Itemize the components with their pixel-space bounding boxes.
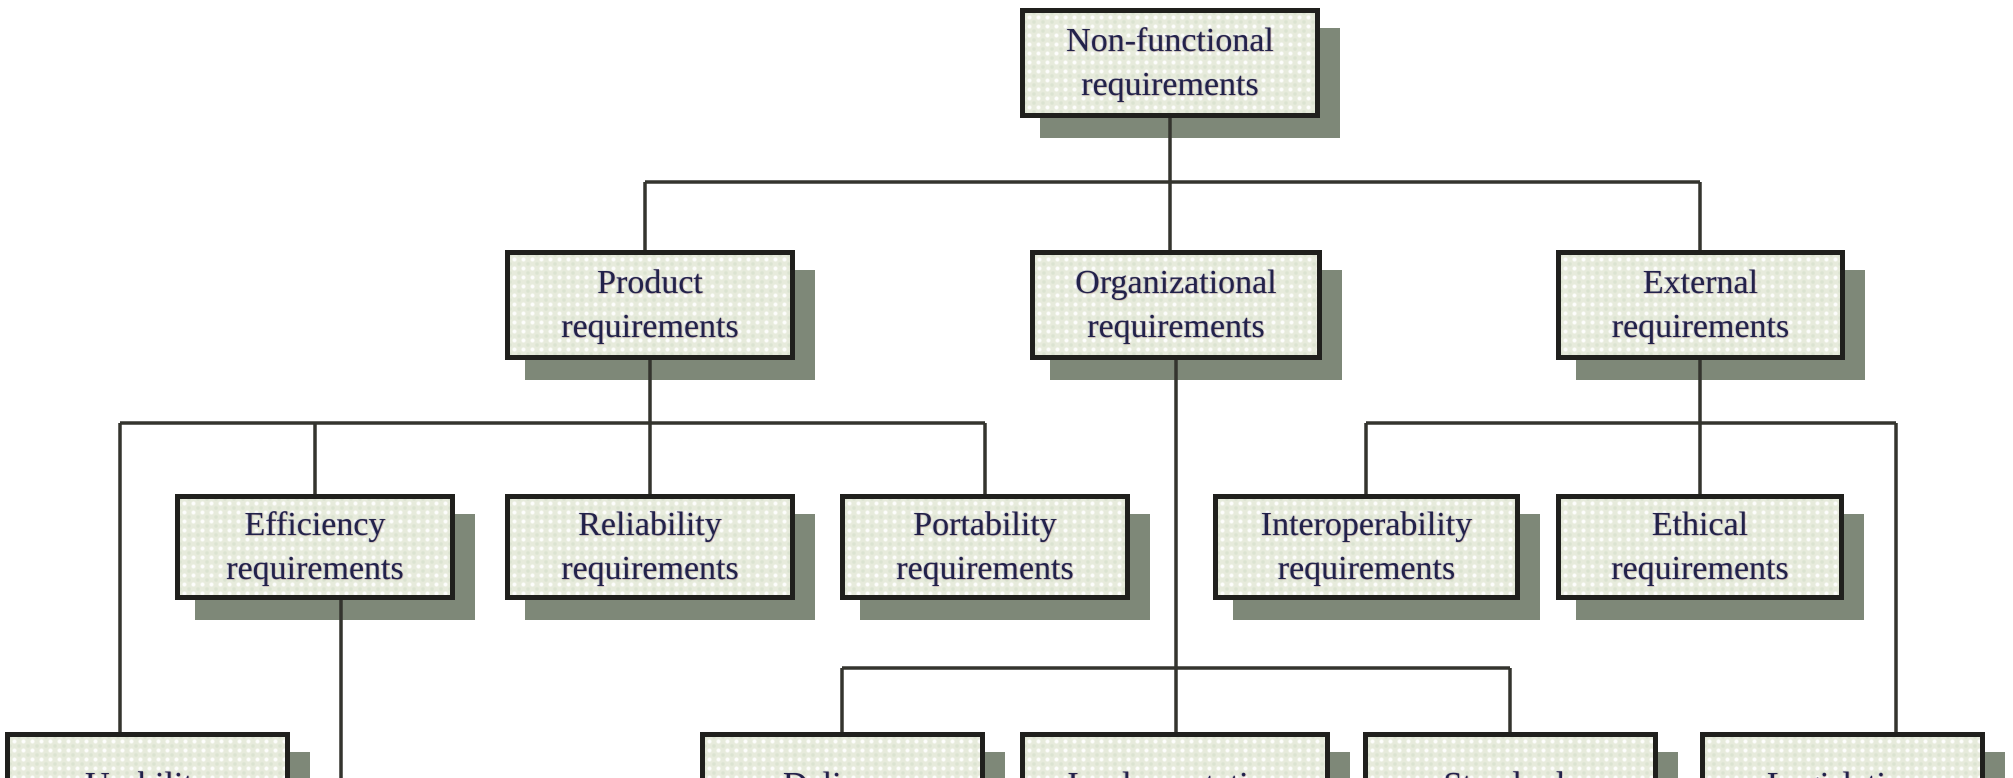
node-label: requirements [1611,550,1789,587]
node-label: requirements [1081,66,1259,103]
node-label: Ethical [1651,506,1749,543]
node-label: External [1642,264,1759,301]
node-non-functional-requirements: Non-functional requirements [1020,8,1320,118]
node-product-requirements: Product requirements [505,250,795,360]
node-label: Standards [1443,763,1577,778]
node-label: Legislative [1767,763,1918,778]
node-label: requirements [1611,308,1790,345]
node-label: Interoperability [1260,506,1473,543]
node-label: Implementation [1067,763,1282,778]
node-label: requirements [561,550,739,587]
node-reliability-requirements: Reliability requirements [505,494,795,600]
node-label: Reliability [578,506,722,543]
node-label: Product [597,264,703,301]
node-ethical-requirements: Ethical requirements [1556,494,1844,600]
node-delivery: Delivery [700,732,985,778]
node-efficiency-requirements: Efficiency requirements [175,494,455,600]
node-label: Non-functional [1066,22,1274,59]
node-interoperability-requirements: Interoperability requirements [1213,494,1520,600]
node-label: Efficiency [244,506,386,543]
node-organizational-requirements: Organizational requirements [1030,250,1322,360]
node-label: Usability [85,763,210,778]
node-label: requirements [226,550,404,587]
node-label: requirements [561,308,739,345]
node-label: Portability [913,506,1057,543]
node-standards: Standards [1363,732,1658,778]
node-legislative: Legislative [1700,732,1985,778]
node-implementation: Implementation [1020,732,1330,778]
node-label: requirements [1087,308,1265,345]
node-label: Delivery [783,763,902,778]
node-label: requirements [1277,550,1456,587]
node-external-requirements: External requirements [1556,250,1845,360]
node-label: requirements [896,550,1074,587]
node-portability-requirements: Portability requirements [840,494,1130,600]
node-usability: Usability [5,732,290,778]
node-label: Organizational [1075,264,1277,301]
